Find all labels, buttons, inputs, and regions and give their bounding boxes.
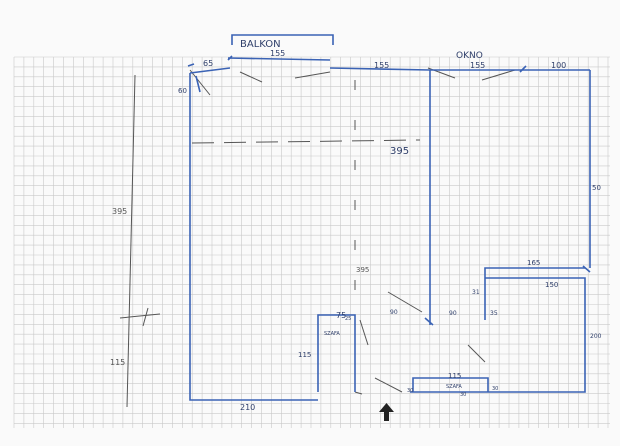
label-szafa-bottom: SZAFA [446, 384, 462, 390]
dim-150: 150 [545, 281, 558, 289]
dim-60: 60 [178, 87, 187, 95]
pencil-lines [119, 67, 516, 408]
graph-paper-grid [13, 56, 610, 428]
wall-szafa-bottom [412, 377, 489, 392]
balkon-bracket [231, 34, 334, 45]
dim-tick-1 [187, 63, 195, 67]
dim-115-left: 115 [298, 351, 311, 359]
wall-inner-corner [484, 267, 585, 320]
wall-top-155 [329, 67, 431, 71]
dim-30c: 30 [492, 386, 498, 392]
pencil-door-swing-1 [189, 69, 211, 96]
wall-inner-right [485, 277, 586, 393]
dim-tick-2 [227, 55, 233, 61]
pencil-door-swing-4 [387, 291, 423, 313]
dim-tick-5 [424, 317, 434, 326]
pencil-tick-mark [119, 313, 161, 319]
dim-90b: 90 [449, 310, 457, 317]
dim-50: 50 [592, 184, 601, 192]
wall-left-bottom [189, 73, 318, 401]
pencil-window-swing-2 [481, 69, 516, 81]
blue-walls [187, 34, 591, 401]
label-szafa-top: SZAFA [324, 331, 340, 337]
dim-115-bottom: 115 [110, 358, 125, 367]
dim-155-mid: 155 [374, 61, 389, 70]
pencil-tick-mark-2 [142, 307, 149, 327]
pencil-door-swing-5 [359, 319, 369, 346]
dim-395-left: 395 [112, 207, 127, 216]
pencil-door-swing-2 [239, 71, 263, 83]
dim-395-inner: 395 [390, 146, 409, 157]
dim-200: 200 [590, 333, 602, 340]
label-okno: OKNO [456, 51, 483, 61]
dim-210: 210 [240, 403, 255, 412]
pencil-door-swing-6 [374, 377, 403, 393]
dim-115-mid: 115 [448, 372, 461, 380]
wall-60-mark [195, 75, 201, 93]
pencil-vertical-measure [126, 74, 136, 408]
dim-65: 65 [203, 59, 213, 68]
dim-90: 90 [390, 309, 398, 316]
wall-top-65 [189, 67, 231, 74]
dim-30a: 30 [407, 388, 413, 394]
dim-155-okno: 155 [470, 61, 485, 70]
dim-tick-3 [519, 65, 527, 73]
dim-25: 25 [345, 316, 351, 322]
pencil-door-mark [354, 391, 363, 395]
dim-395-vertical: 395 [356, 266, 369, 274]
wall-balkon [227, 57, 331, 61]
dim-155-balkon: 155 [270, 49, 285, 58]
dim-31: 31 [472, 289, 480, 296]
dim-165: 165 [527, 259, 540, 267]
wall-szafa-top [317, 314, 356, 392]
pencil-door-swing-3 [294, 71, 331, 79]
pencil-door-swing-7 [467, 344, 486, 363]
dim-75: 75 [336, 311, 346, 320]
dim-100: 100 [551, 61, 566, 70]
arrow-up-icon [379, 403, 394, 421]
pencil-dashed-line [191, 139, 421, 144]
dim-35: 35 [490, 310, 498, 317]
dim-30b: 30 [460, 392, 466, 398]
label-balkon: BALKON [240, 39, 281, 50]
dim-tick-4 [582, 265, 591, 273]
